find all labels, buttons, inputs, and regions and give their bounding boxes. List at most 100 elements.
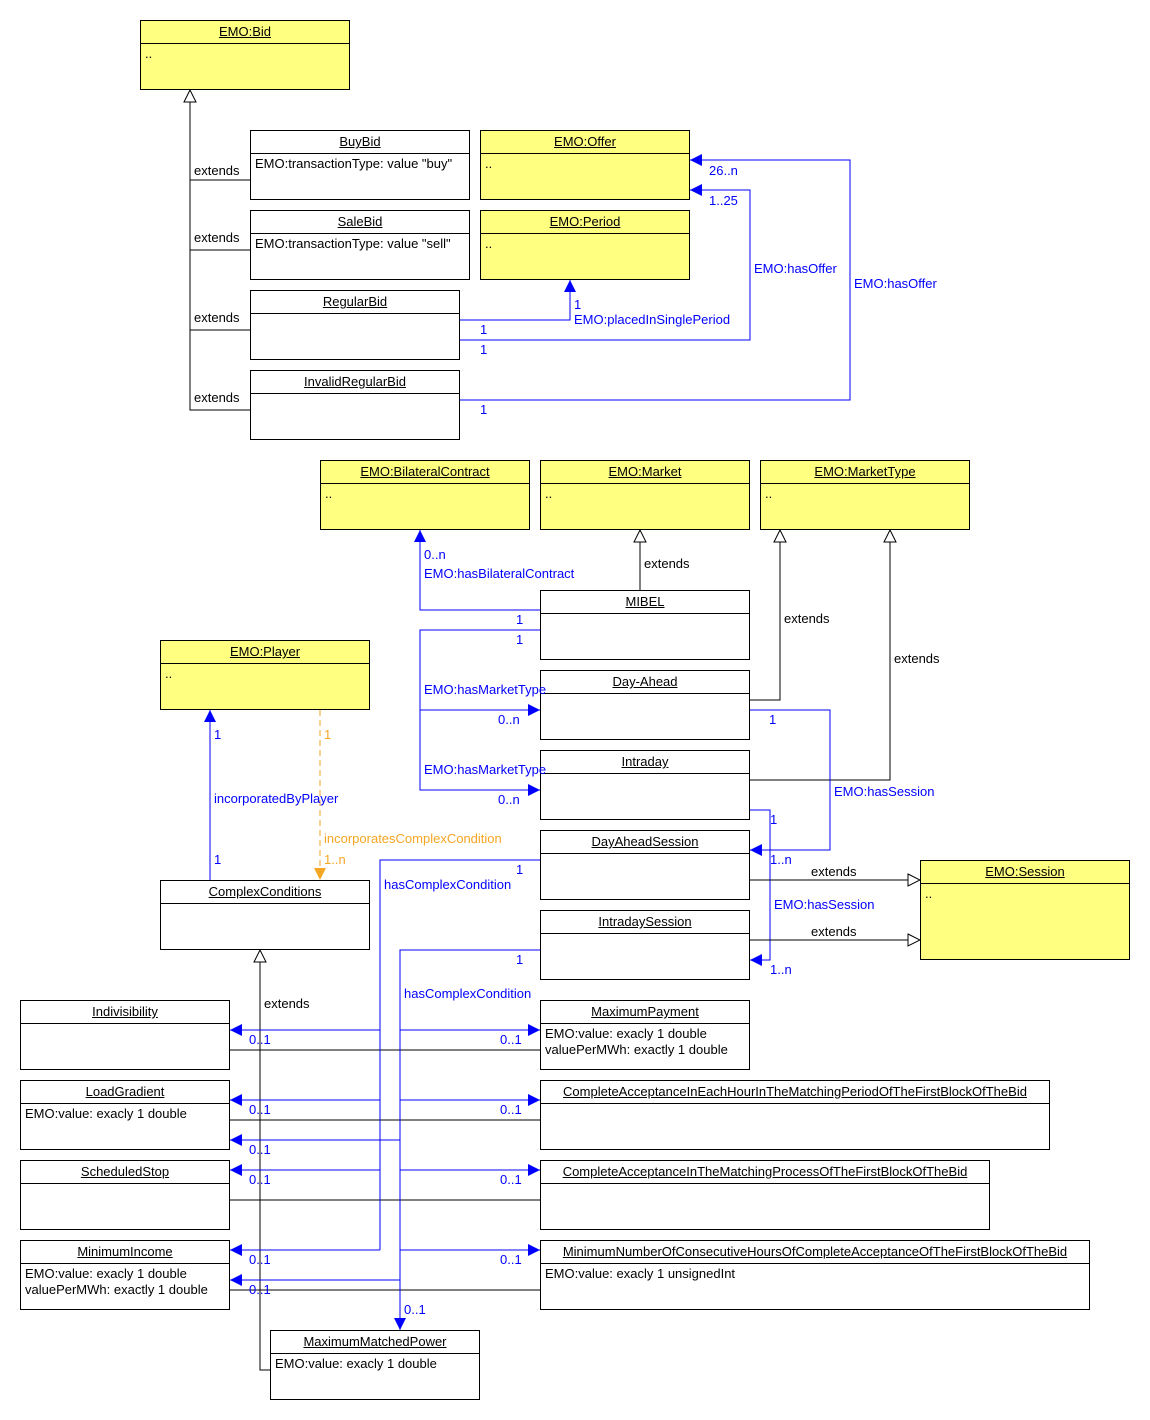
class-indivisibility[interactable]: Indivisibility	[20, 1000, 230, 1070]
class-emo-bid[interactable]: EMO:Bid ..	[140, 20, 350, 90]
class-attr: EMO:transactionType: value "buy"	[255, 156, 453, 171]
class-maximummatchedpower[interactable]: MaximumMatchedPower EMO:value: exacly 1 …	[270, 1330, 480, 1400]
association-label: hasComplexCondition	[384, 877, 512, 892]
class-intraday[interactable]: Intraday	[540, 750, 750, 820]
multiplicity-label: 0..n	[498, 792, 520, 807]
class-attr: ..	[765, 486, 773, 501]
class-name: MaximumMatchedPower	[271, 1331, 479, 1354]
class-regularbid[interactable]: RegularBid	[250, 290, 460, 360]
class-maximumpayment[interactable]: MaximumPayment EMO:value: exacly 1 doubl…	[540, 1000, 750, 1070]
multiplicity-label: 26..n	[709, 163, 738, 178]
class-attr: ..	[485, 156, 493, 171]
extends-label: extends	[194, 163, 240, 178]
extends-label: extends	[194, 230, 240, 245]
multiplicity-label: 0..1	[500, 1172, 522, 1187]
class-name: MaximumPayment	[541, 1001, 749, 1024]
multiplicity-label: 0..1	[249, 1172, 271, 1187]
class-completeacceptance-matching[interactable]: CompleteAcceptanceInTheMatchingProcessOf…	[540, 1160, 990, 1230]
extends-edge	[750, 530, 780, 701]
multiplicity-label: 0..1	[249, 1142, 271, 1157]
class-name: MIBEL	[541, 591, 749, 614]
class-name: InvalidRegularBid	[251, 371, 459, 394]
class-invalidregularbid[interactable]: InvalidRegularBid	[250, 370, 460, 440]
class-name: RegularBid	[251, 291, 459, 314]
class-name: CompleteAcceptanceInEachHourInTheMatchin…	[541, 1081, 1049, 1104]
class-attr: valuePerMWh: exactly 1 double	[25, 1282, 208, 1297]
class-dayaheadsession[interactable]: DayAheadSession	[540, 830, 750, 900]
multiplicity-label: 1	[480, 342, 488, 357]
class-loadgradient[interactable]: LoadGradient EMO:value: exacly 1 double	[20, 1080, 230, 1150]
class-attr: ..	[325, 486, 333, 501]
association-label: EMO:hasMarketType	[424, 682, 547, 697]
class-attr: EMO:value: exacly 1 double	[25, 1266, 187, 1281]
class-name: EMO:Player	[161, 641, 369, 664]
class-name: EMO:Offer	[481, 131, 689, 154]
class-attr: EMO:value: exacly 1 double	[275, 1356, 437, 1371]
class-emo-market[interactable]: EMO:Market ..	[540, 460, 750, 530]
class-name: SaleBid	[251, 211, 469, 234]
association-label: EMO:hasSession	[774, 897, 875, 912]
class-minimumincome[interactable]: MinimumIncome EMO:value: exacly 1 double…	[20, 1240, 230, 1310]
association-edge	[419, 629, 540, 716]
class-name: EMO:Bid	[141, 21, 349, 44]
class-name: IntradaySession	[541, 911, 749, 934]
multiplicity-label: 1	[516, 862, 524, 877]
multiplicity-label: 0..n	[424, 547, 446, 562]
extends-label: extends	[811, 864, 857, 879]
extends-label: extends	[644, 556, 690, 571]
class-intradaysession[interactable]: IntradaySession	[540, 910, 750, 980]
class-attr: EMO:transactionType: value "sell"	[255, 236, 451, 251]
class-salebid[interactable]: SaleBid EMO:transactionType: value "sell…	[250, 210, 470, 280]
multiplicity-label: 1	[214, 727, 222, 742]
class-buybid[interactable]: BuyBid EMO:transactionType: value "buy"	[250, 130, 470, 200]
class-emo-offer[interactable]: EMO:Offer ..	[480, 130, 690, 200]
class-attr: ..	[145, 46, 153, 61]
class-complexconditions[interactable]: ComplexConditions	[160, 880, 370, 950]
class-attr: EMO:value: exacly 1 unsignedInt	[545, 1266, 736, 1281]
class-emo-markettype[interactable]: EMO:MarketType ..	[760, 460, 970, 530]
class-name: Intraday	[541, 751, 749, 774]
class-attr: ..	[485, 236, 493, 251]
multiplicity-label: 0..1	[500, 1032, 522, 1047]
class-name: MinimumNumberOfConsecutiveHoursOfComplet…	[541, 1241, 1089, 1264]
class-name: EMO:Session	[921, 861, 1129, 884]
association-edge	[460, 280, 576, 321]
multiplicity-label: 1	[516, 632, 524, 647]
multiplicity-label: 1..n	[770, 962, 792, 977]
multiplicity-label: 1	[480, 322, 488, 337]
class-name: LoadGradient	[21, 1081, 229, 1104]
association-edge	[460, 154, 851, 401]
class-name: EMO:Period	[481, 211, 689, 234]
multiplicity-label: 1	[769, 712, 777, 727]
multiplicity-label: 0..n	[498, 712, 520, 727]
association-label: EMO:placedInSinglePeriod	[574, 312, 731, 327]
class-completeacceptance-eachhour[interactable]: CompleteAcceptanceInEachHourInTheMatchin…	[540, 1080, 1050, 1150]
multiplicity-label: 1..25	[709, 193, 738, 208]
class-min-consecutive-hours[interactable]: MinimumNumberOfConsecutiveHoursOfComplet…	[540, 1240, 1090, 1310]
extends-label: extends	[894, 651, 940, 666]
association-label: EMO:hasMarketType	[424, 762, 547, 777]
multiplicity-label: 1	[214, 852, 222, 867]
multiplicity-label: 1..n	[770, 852, 792, 867]
association-label: EMO:hasOffer	[754, 261, 837, 276]
class-emo-player[interactable]: EMO:Player ..	[160, 640, 370, 710]
class-emo-session[interactable]: EMO:Session ..	[920, 860, 1130, 960]
association-edge	[750, 709, 831, 856]
class-emo-bilateralcontract[interactable]: EMO:BilateralContract ..	[320, 460, 530, 530]
extends-edge	[190, 90, 250, 411]
association-edge	[750, 809, 771, 966]
class-scheduledstop[interactable]: ScheduledStop	[20, 1160, 230, 1230]
multiplicity-label: 1..n	[324, 852, 346, 867]
class-name: DayAheadSession	[541, 831, 749, 854]
class-dayahead[interactable]: Day-Ahead	[540, 670, 750, 740]
extends-edge	[750, 530, 890, 781]
association-edge	[379, 859, 540, 1250]
class-attr: EMO:value: exacly 1 double	[545, 1026, 707, 1041]
class-attr: ..	[165, 666, 173, 681]
class-mibel[interactable]: MIBEL	[540, 590, 750, 660]
extends-label: extends	[784, 611, 830, 626]
class-emo-period[interactable]: EMO:Period ..	[480, 210, 690, 280]
extends-label: extends	[194, 310, 240, 325]
class-name: Indivisibility	[21, 1001, 229, 1024]
